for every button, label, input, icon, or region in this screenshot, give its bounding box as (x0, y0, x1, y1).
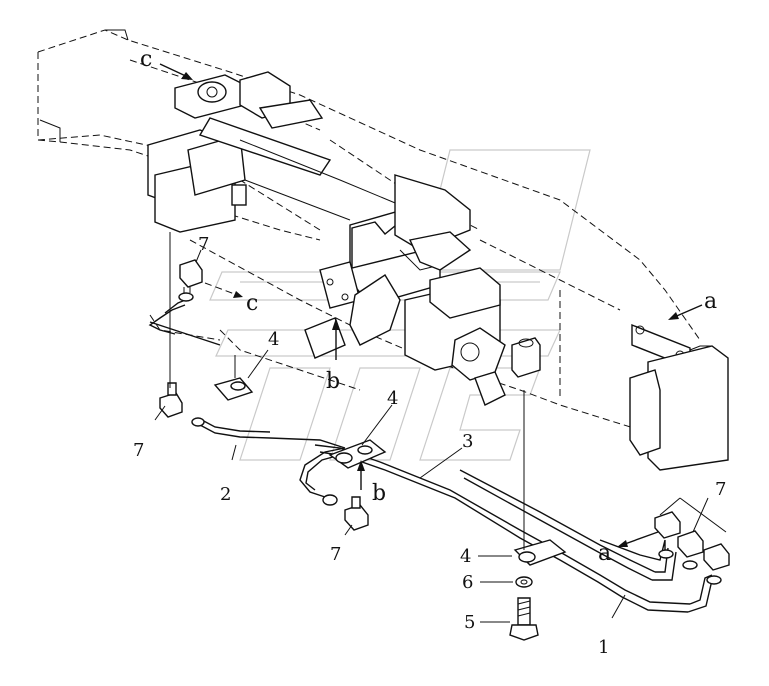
label-part-7-upper: 7 (198, 234, 209, 255)
center-arm-assembly (304, 174, 472, 359)
label-c-top: c (140, 47, 152, 72)
washer-part-6 (515, 576, 533, 588)
label-b-low: b (372, 481, 386, 506)
label-part-4-upper: 4 (268, 329, 279, 350)
callout-labels: c c a a b b 7 4 7 2 4 3 7 7 4 6 5 1 (133, 47, 726, 658)
right-plate-assembly (629, 323, 729, 471)
right-block-assembly (404, 267, 541, 406)
arrow-c-top (159, 63, 193, 80)
label-b-mid: b (326, 369, 340, 394)
label-part-1: 1 (598, 637, 609, 658)
arrow-a-right (668, 304, 703, 320)
arrow-b-mid (332, 318, 340, 360)
label-c-mid: c (246, 291, 258, 316)
clamp-upper (213, 377, 254, 401)
clamp-mid (328, 439, 387, 469)
label-part-7-left: 7 (133, 440, 144, 461)
label-part-3: 3 (462, 431, 473, 452)
arrow-a-bottom (617, 531, 659, 547)
bolt-part-5 (509, 597, 539, 641)
fitting-upper (178, 259, 203, 302)
fitting-right-2 (677, 530, 704, 570)
fitting-low (322, 494, 369, 531)
label-part-5: 5 (464, 612, 475, 633)
leader-lines (154, 232, 727, 623)
arrow-b-low (357, 460, 365, 490)
label-part-7-right: 7 (715, 479, 726, 500)
label-part-2: 2 (220, 484, 231, 505)
label-part-4-mid: 4 (387, 388, 398, 409)
label-a-right: a (704, 289, 717, 314)
label-part-4-bottom: 4 (460, 546, 471, 567)
upper-bracket-assembly (147, 71, 401, 233)
fitting-right-3 (703, 543, 730, 585)
label-a-bottom: a (598, 541, 611, 566)
arrow-c-mid (204, 282, 243, 298)
label-part-6: 6 (462, 572, 473, 593)
label-part-7-low: 7 (330, 544, 341, 565)
fitting-left (159, 382, 205, 427)
clamp-bottom (513, 539, 567, 566)
fitting-right-1 (654, 511, 681, 559)
